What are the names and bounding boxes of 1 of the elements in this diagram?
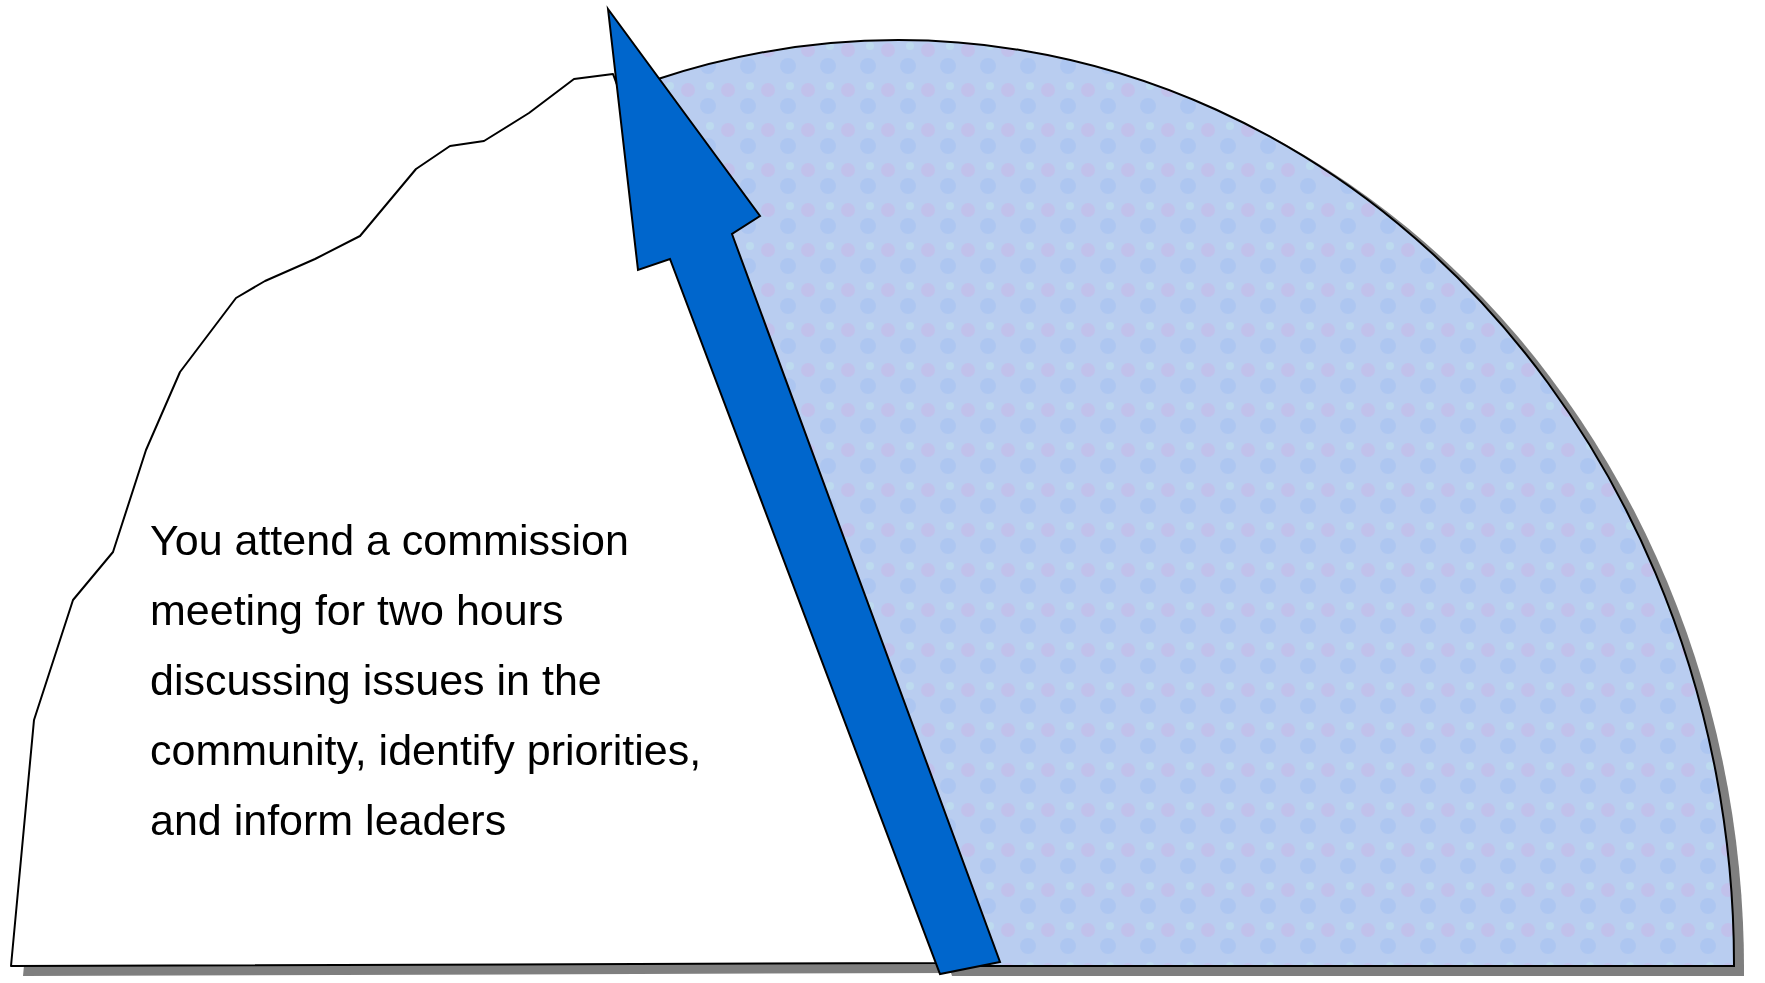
description-text: You attend a commission meeting for two hours discussing issues in the community, identify priorities, and inform leaders — [150, 515, 703, 846]
